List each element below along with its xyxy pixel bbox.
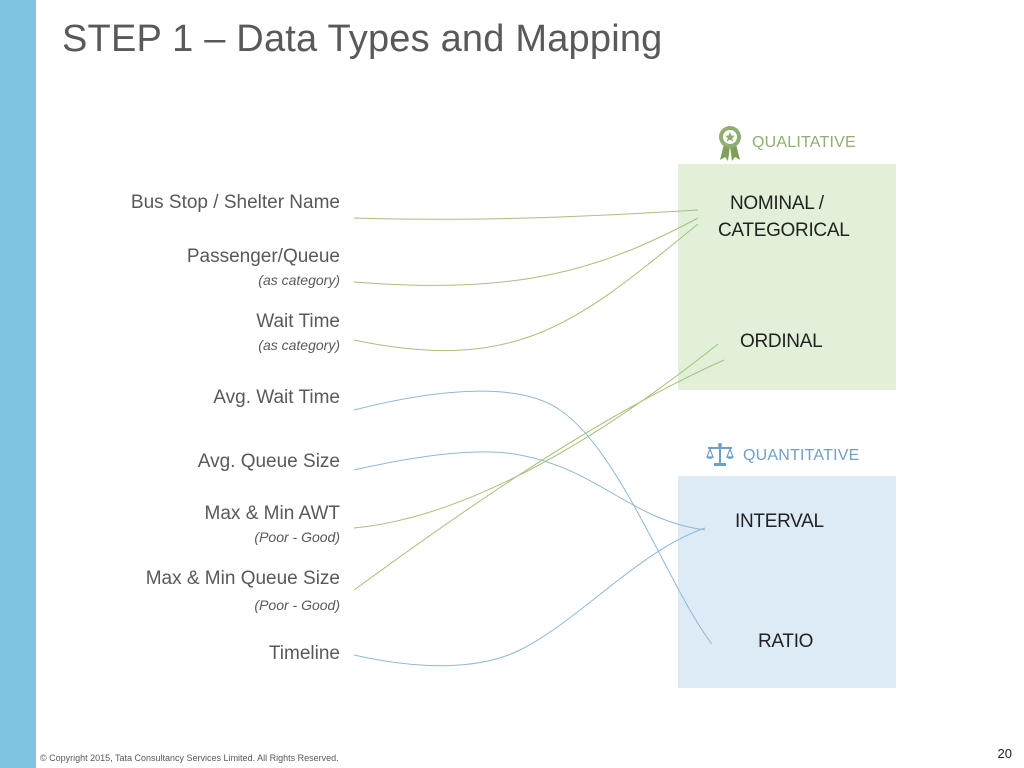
- field-label-avg-wait-time: Avg. Wait Time: [213, 387, 340, 408]
- field-label-max-min-awt: Max & Min AWT: [204, 503, 340, 524]
- field-label-avg-queue-size: Avg. Queue Size: [197, 451, 340, 472]
- field-note-wait-time: (as category): [258, 337, 340, 353]
- connector-wait-time-to-nominal: [353, 223, 699, 352]
- field-label-bus-stop: Bus Stop / Shelter Name: [130, 192, 340, 213]
- connector-passenger-queue-to-nominal: [353, 217, 699, 286]
- connector-bus-stop-to-nominal: [353, 209, 699, 220]
- connector-max-min-queue-size-to-ordinal: [353, 359, 725, 591]
- category-ordinal: ORDINAL: [740, 331, 823, 352]
- field-note-max-min-queue-size: (Poor - Good): [254, 597, 340, 613]
- connector-avg-wait-time-to-ratio: [353, 390, 713, 645]
- balance-scale-icon: [706, 443, 734, 466]
- field-label-wait-time: Wait Time: [256, 311, 340, 332]
- field-label-max-min-queue-size: Max & Min Queue Size: [145, 568, 340, 589]
- category-ratio: RATIO: [758, 631, 814, 652]
- field-label-passenger-queue: Passenger/Queue: [186, 246, 340, 267]
- field-note-passenger-queue: (as category): [258, 272, 340, 288]
- page-number: 20: [997, 746, 1012, 761]
- field-label-timeline: Timeline: [268, 643, 340, 664]
- award-ribbon-icon: [719, 126, 741, 161]
- qualitative-box: NOMINAL / CATEGORICAL ORDINAL: [678, 164, 896, 390]
- sidebar-accent-bar: [0, 0, 36, 768]
- connector-avg-queue-size-to-ratio: [353, 451, 706, 531]
- quantitative-box: INTERVAL RATIO: [678, 476, 896, 688]
- slide-title: STEP 1 – Data Types and Mapping: [62, 18, 663, 60]
- connector-max-min-awt-to-ordinal: [353, 343, 719, 529]
- category-interval: INTERVAL: [735, 511, 824, 532]
- copyright-footer: © Copyright 2015, Tata Consultancy Servi…: [40, 753, 339, 763]
- category-nominal-line1: NOMINAL /: [730, 193, 824, 214]
- connector-timeline-to-interval: [353, 527, 706, 667]
- qualitative-header: QUALITATIVE: [752, 134, 856, 151]
- quantitative-header: QUANTITATIVE: [743, 447, 860, 464]
- field-note-max-min-awt: (Poor - Good): [254, 529, 340, 545]
- category-nominal-line2: CATEGORICAL: [718, 220, 850, 241]
